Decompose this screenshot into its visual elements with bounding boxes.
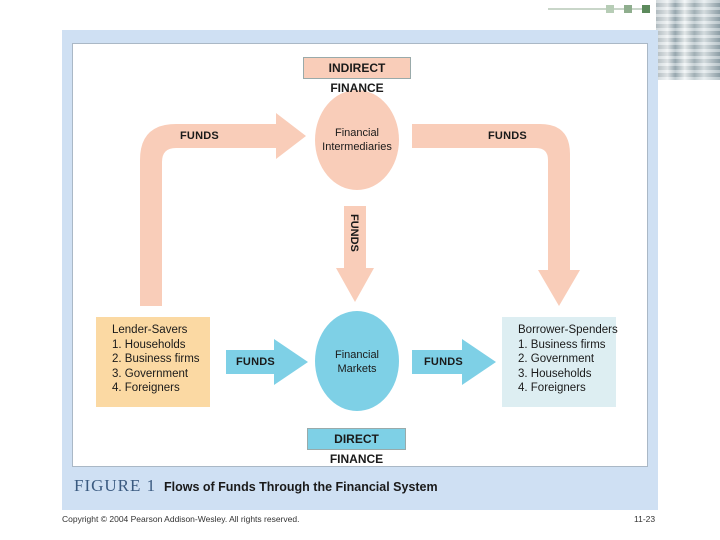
header-photo [656,0,720,80]
indirect-finance-label: INDIRECT FINANCE [303,57,411,95]
header-decoration-line [548,8,648,10]
funds-label-middle: FUNDS [348,214,360,252]
funds-arrow-lenders-to-markets [226,339,308,385]
intermediaries-node [315,90,399,190]
borrowers-box [502,317,616,407]
intermediaries-label: Financial Intermediaries [322,127,392,153]
list-item: 1. Business firms [518,338,606,351]
list-item: 4. Foreigners [518,382,586,394]
funds-label-right-top: FUNDS [488,130,527,142]
list-item: 3. Households [518,367,592,380]
lenders-list: Lender-Savers 1. Households 2. Business … [96,317,210,396]
lenders-box [96,317,210,407]
list-item: 4. Foreigners [112,382,180,394]
markets-node [315,311,399,411]
figure-number: FIGURE 1 [74,476,157,495]
funds-label-left-top: FUNDS [180,130,219,142]
copyright-text: Copyright © 2004 Pearson Addison-Wesley.… [62,514,300,524]
funds-arrow-lenders-to-intermediaries [140,113,306,306]
funds-label-bottom-right: FUNDS [424,356,463,368]
lenders-title: Lender-Savers [112,324,188,336]
list-item: 1. Households [112,338,186,351]
borrowers-title: Borrower-Spenders [518,324,618,336]
list-item: 2. Business firms [112,353,200,365]
borrowers-list: Borrower-Spenders 1. Business firms 2. G… [502,317,618,396]
funds-arrow-markets-to-borrowers [412,339,496,385]
funds-label-bottom-left: FUNDS [236,356,275,368]
markets-label: Financial Markets [334,349,380,375]
direct-finance-label: DIRECT FINANCE [307,428,406,466]
list-item: 3. Government [112,367,189,380]
funds-arrow-intermediaries-to-markets [336,206,374,302]
header-decoration-square [606,5,614,13]
header-decoration-square [642,5,650,13]
figure-title: Flows of Funds Through the Financial Sys… [164,480,438,494]
page-number: 11-23 [634,514,656,524]
list-item: 2. Government [518,353,595,365]
header-decoration-square [624,5,632,13]
funds-arrow-intermediaries-to-borrowers [412,124,580,306]
